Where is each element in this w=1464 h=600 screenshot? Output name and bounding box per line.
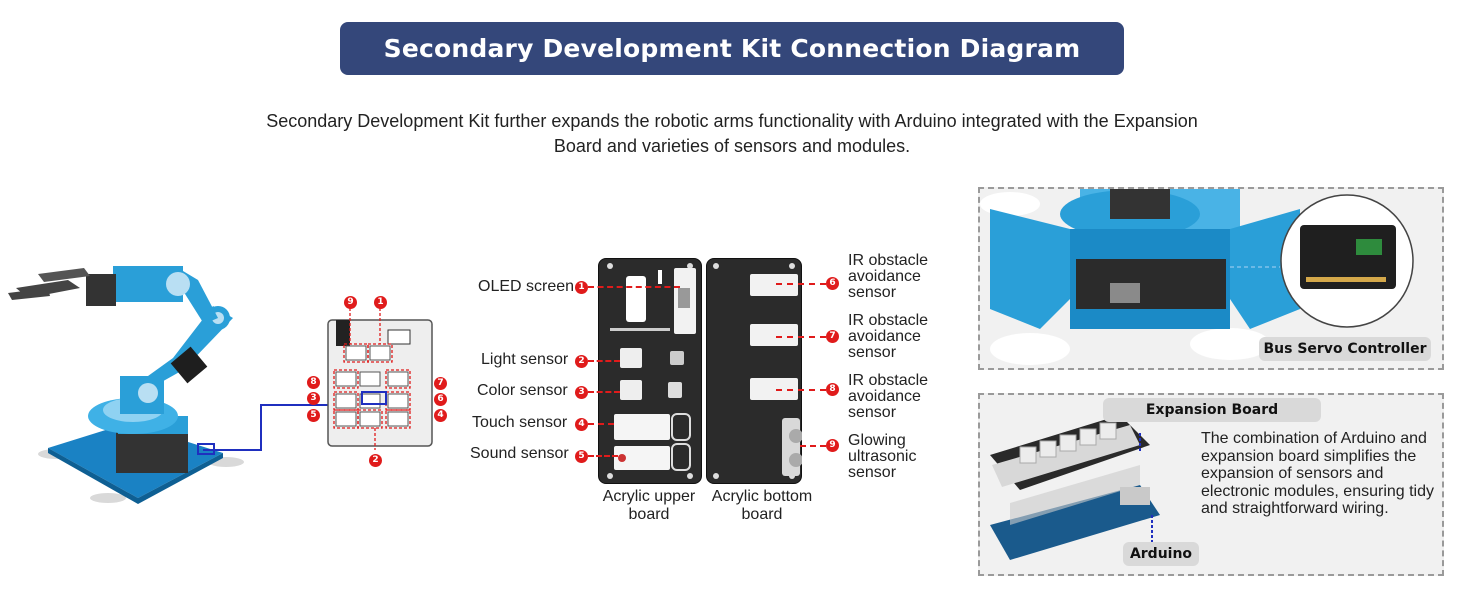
controller-board-image: [327, 308, 433, 450]
label-oled-screen: OLED screen: [478, 278, 575, 295]
lower-marker-8: 8: [826, 383, 839, 396]
leader-light: [588, 360, 620, 362]
marker-7: 7: [434, 377, 447, 390]
bottom-board-components: [713, 263, 802, 479]
lower-marker-6: 6: [826, 277, 839, 290]
marker-3: 3: [307, 392, 320, 405]
marker-4: 4: [434, 409, 447, 422]
label-touch-sensor: Touch sensor: [472, 414, 568, 431]
leader-ir-1: [776, 283, 826, 285]
page-title: Secondary Development Kit Connection Dia…: [340, 22, 1124, 75]
upper-marker-2: 2: [575, 355, 588, 368]
label-color-sensor: Color sensor: [477, 382, 568, 399]
leader-color: [588, 391, 620, 393]
lower-marker-9: 9: [826, 439, 839, 452]
label-ir-3: IR obstacle avoidance sensor: [848, 372, 929, 421]
label-light-sensor: Light sensor: [481, 351, 569, 368]
label-ultrasonic: Glowing ultrasonic sensor: [848, 432, 917, 481]
upper-marker-4: 4: [575, 418, 588, 431]
marker-2: 2: [369, 454, 382, 467]
robotic-arm-image: [8, 266, 244, 504]
upper-marker-3: 3: [575, 386, 588, 399]
upper-board-components: [607, 263, 696, 479]
leader-ultrasonic: [800, 445, 826, 447]
bus-servo-controller-tag: Bus Servo Controller: [1259, 337, 1431, 361]
upper-board-caption: Acrylic upper board: [602, 488, 696, 523]
intro-text: Secondary Development Kit further expand…: [266, 111, 1198, 156]
leader-oled: [588, 286, 680, 288]
marker-5: 5: [307, 409, 320, 422]
upper-marker-1: 1: [575, 281, 588, 294]
label-ir-2: IR obstacle avoidance sensor: [848, 312, 929, 361]
leader-ir-2: [776, 336, 826, 338]
leader-ir-3: [776, 389, 826, 391]
connector-line: [203, 404, 375, 451]
lower-marker-7: 7: [826, 330, 839, 343]
upper-marker-5: 5: [575, 450, 588, 463]
expansion-description: The combination of Arduino and expansion…: [1201, 430, 1435, 517]
label-ir-1: IR obstacle avoidance sensor: [848, 252, 929, 301]
marker-6: 6: [434, 393, 447, 406]
marker-8: 8: [307, 376, 320, 389]
leader-sound: [588, 455, 618, 457]
marker-1: 1: [374, 296, 387, 309]
marker-9: 9: [344, 296, 357, 309]
label-sound-sensor: Sound sensor: [470, 445, 569, 462]
expansion-board-image: [990, 415, 1160, 560]
bus-servo-image: [980, 189, 1414, 365]
arduino-tag: Arduino: [1123, 542, 1199, 566]
bottom-board-caption: Acrylic bottom board: [711, 488, 813, 523]
expansion-board-tag: Expansion Board: [1103, 398, 1321, 422]
leader-touch: [588, 423, 614, 425]
